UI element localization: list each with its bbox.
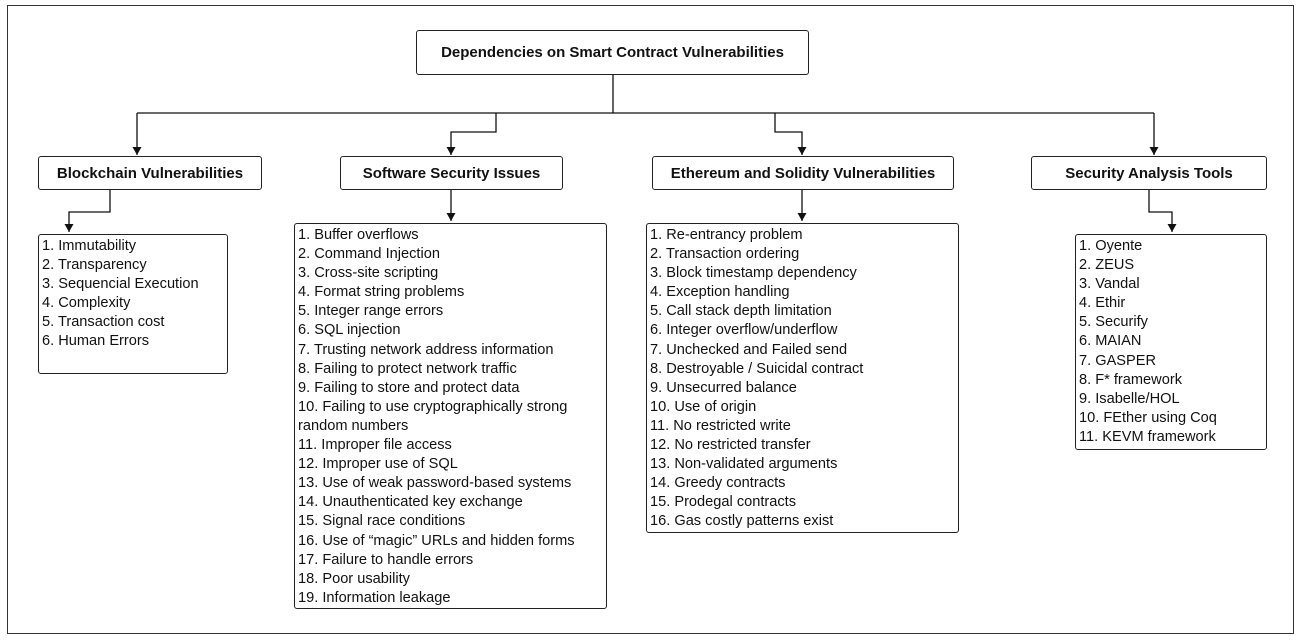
list-item: 1. Re-entrancy problem [650,227,803,243]
list-item: 7. GASPER [1079,352,1157,369]
connector-software [446,113,497,155]
category-title-tools: Security Analysis Tools [1065,164,1233,182]
list-item: 6. Integer overflow/underflow [650,322,838,339]
list-box-blockchain: 1. Immutability 2. Transparency 3. Seque… [38,234,228,374]
category-title-blockchain: Blockchain Vulnerabilities [56,164,244,182]
category-title-software: Software Security Issues [362,164,541,182]
list-item: 10. Use of origin [650,398,757,415]
list-item: 8. Failing to protect network traffic [298,360,517,377]
root-title: Dependencies on Smart Contract Vulnerabi… [441,44,784,61]
list-item: 2. Command Injection [298,246,440,263]
list-item: 7. Trusting network address information [298,341,554,358]
list-item: 14. Unauthenticated key exchange [298,494,523,511]
list-box-tools: 1. Oyente 2. ZEUS 3. Vandal 4. Ethir 5. … [1075,234,1267,450]
list-item: 17. Failure to handle errors [298,551,474,568]
list-item: 12. No restricted transfer [650,437,811,454]
list-item: 2. ZEUS [1079,257,1135,274]
list-box-ethereum: 1. Re-entrancy problem 2. Transaction or… [646,223,959,533]
list-item: 11. Improper file access [298,437,452,454]
list-item: 4. Format string problems [298,284,465,301]
list-item: 18. Poor usability [298,570,410,587]
list-item: 13. Use of weak password-based systems [298,475,572,492]
list-item: 11. KEVM framework [1079,428,1216,445]
list-box-software: 1. Buffer overflows 2. Command Injection… [294,223,607,609]
list-item: 3. Sequencial Execution [42,276,199,293]
list-item: 13. Non-validated arguments [650,456,838,473]
list-item: 5. Integer range errors [298,303,444,320]
list-item: 9. Unsecurred balance [650,379,797,396]
list-item: 3. Block timestamp dependency [650,265,857,282]
list-item: 11. No restricted write [650,417,791,434]
category-box-software: Software Security Issues [340,156,563,190]
list-item: 15. Signal race conditions [298,513,466,530]
list-item: 16. Use of “magic” URLs and hidden forms [298,532,575,549]
category-box-tools: Security Analysis Tools [1031,156,1267,190]
list-item: 14. Greedy contracts [650,475,786,492]
list-item: 9. Failing to store and protect data [298,379,520,396]
list-item: 19. Information leakage [298,589,451,606]
list-item: 8. Destroyable / Suicidal contract [650,360,864,377]
list-item: 2. Transaction ordering [650,246,800,263]
list-item: 9. Isabelle/HOL [1079,390,1180,407]
list-item: 10. Failing to use cryptographically str… [298,398,568,434]
list-item: 5. Transaction cost [42,314,165,331]
list-item: 6. SQL injection [298,322,401,339]
list-item: 4. Ethir [1079,295,1126,312]
category-title-ethereum: Ethereum and Solidity Vulnerabilities [670,164,936,182]
list-item: 8. F* framework [1079,371,1182,388]
diagram-frame [7,5,1294,634]
list-item: 1. Buffer overflows [298,227,419,243]
list-item: 12. Improper use of SQL [298,456,458,473]
category-box-blockchain: Blockchain Vulnerabilities [38,156,262,190]
list-item: 3. Cross-site scripting [298,265,439,282]
connector-blockchain-list [64,190,111,232]
list-item: 4. Exception handling [650,284,790,301]
list-item: 1. Oyente [1079,238,1143,254]
list-item: 10. FEther using Coq [1079,409,1217,426]
list-item: 2. Transparency [42,257,147,274]
list-item: 5. Call stack depth limitation [650,303,832,320]
list-item: 7. Unchecked and Failed send [650,341,848,358]
connector-tools-list [1148,190,1177,232]
list-item: 3. Vandal [1079,276,1140,293]
list-item: 16. Gas costly patterns exist [650,513,834,530]
connector-ethereum [774,113,807,155]
category-box-ethereum: Ethereum and Solidity Vulnerabilities [652,156,954,190]
list-item: 1. Immutability [42,238,137,254]
list-item: 6. Human Errors [42,333,150,350]
list-item: 6. MAIAN [1079,333,1142,350]
list-item: 5. Securify [1079,314,1148,331]
root-box: Dependencies on Smart Contract Vulnerabi… [416,30,809,75]
list-item: 4. Complexity [42,295,131,312]
list-item: 15. Prodegal contracts [650,494,797,511]
